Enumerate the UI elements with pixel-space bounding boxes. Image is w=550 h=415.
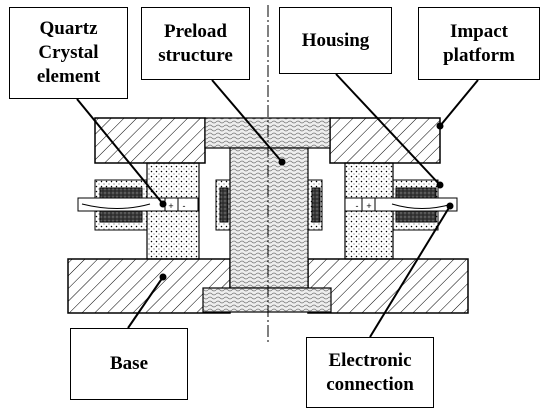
label-preload-structure: Preload structure bbox=[141, 7, 250, 80]
leader-lines bbox=[76, 73, 479, 338]
polarity-plus-left: + bbox=[168, 201, 173, 211]
label-electronic-connection: Electronic connection bbox=[306, 337, 434, 408]
polarity-plus-right: + bbox=[366, 201, 371, 211]
electrode-strip: + - - + bbox=[77, 197, 458, 212]
label-housing: Housing bbox=[279, 7, 392, 74]
leader-dots bbox=[159, 122, 454, 281]
label-base: Base bbox=[70, 328, 188, 400]
label-quartz-crystal-element: Quartz Crystal element bbox=[9, 7, 128, 99]
label-impact-platform: Impact platform bbox=[418, 7, 540, 80]
polarity-minus-left: - bbox=[183, 201, 186, 211]
polarity-minus-right: - bbox=[356, 201, 359, 211]
